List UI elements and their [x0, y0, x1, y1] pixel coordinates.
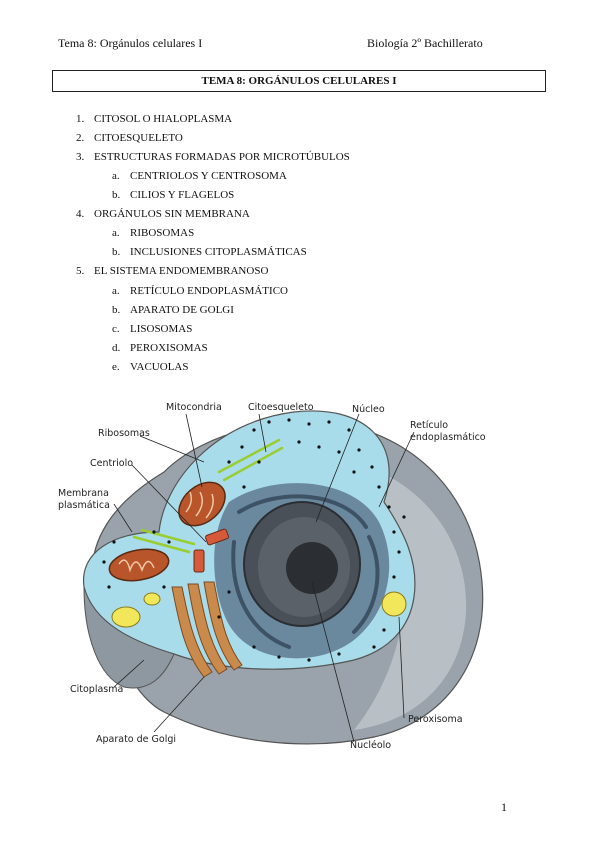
toc-sub-num: a.	[112, 285, 120, 297]
toc-sub-num: b.	[112, 189, 121, 201]
label-peroxisoma: Peroxisoma	[408, 714, 463, 725]
toc-label: ORGÁNULOS SIN MEMBRANA	[94, 208, 250, 220]
centriole-2	[193, 549, 205, 573]
page-title: TEMA 8: ORGÁNULOS CELULARES I	[201, 75, 397, 87]
label-reticulo-2: endoplasmático	[410, 432, 486, 443]
ribosomes	[102, 418, 406, 662]
label-nucleolo: Nucléolo	[350, 740, 391, 751]
toc-subitem: b. INCLUSIONES CITOPLASMÁTICAS	[112, 246, 307, 258]
label-reticulo-1: Retículo	[410, 420, 448, 431]
toc-subitem: c. LISOSOMAS	[112, 323, 192, 335]
toc-sub-label: RETÍCULO ENDOPLASMÁTICO	[130, 285, 288, 297]
toc-subitem: b. CILIOS Y FLAGELOS	[112, 189, 234, 201]
toc-label: CITOSOL O HIALOPLASMA	[94, 113, 233, 125]
cytoskeleton	[132, 438, 284, 554]
toc-sub-label: CILIOS Y FLAGELOS	[130, 189, 235, 201]
toc-num: 1.	[76, 113, 85, 125]
toc-subitem: a. RETÍCULO ENDOPLASMÁTICO	[112, 285, 288, 297]
toc-sub-num: c.	[112, 323, 120, 335]
label-ribosomas: Ribosomas	[98, 428, 150, 439]
toc-sub-label: INCLUSIONES CITOPLASMÁTICAS	[130, 246, 307, 258]
toc-num: 4.	[76, 208, 85, 220]
toc-label: ESTRUCTURAS FORMADAS POR MICROTÚBULOS	[94, 151, 350, 163]
toc-subitem: e. VACUOLAS	[112, 361, 188, 373]
header-right: Biología 2º Bachillerato	[367, 36, 483, 50]
peroxisome	[381, 591, 407, 617]
page-title-box: TEMA 8: ORGÁNULOS CELULARES I	[52, 70, 546, 92]
toc-sub-num: d.	[112, 342, 121, 354]
toc-subitem: b. APARATO DE GOLGI	[112, 304, 234, 316]
mitochondrion-left-cristae	[118, 559, 155, 573]
toc-item: 4. ORGÁNULOS SIN MEMBRANA	[76, 208, 250, 220]
label-golgi: Aparato de Golgi	[96, 734, 176, 745]
lysosome-2	[143, 592, 161, 606]
leader-lines	[113, 413, 415, 743]
toc-num: 3.	[76, 151, 85, 163]
toc-subitem: a. RIBOSOMAS	[112, 227, 194, 239]
label-centriolo: Centriolo	[90, 458, 133, 469]
label-citoesqueleto: Citoesqueleto	[248, 402, 314, 413]
header-left: Tema 8: Orgánulos celulares I	[58, 36, 203, 50]
label-mitocondria: Mitocondria	[166, 402, 222, 413]
toc-sub-label: PEROXISOMAS	[130, 342, 208, 354]
er-folds	[231, 494, 380, 649]
toc-subitem: d. PEROXISOMAS	[112, 342, 208, 354]
toc-sub-num: a.	[112, 170, 120, 182]
toc-label: EL SISTEMA ENDOMEMBRANOSO	[94, 265, 269, 277]
membrane-edge	[83, 586, 175, 689]
nucleolus	[286, 542, 338, 594]
label-membrana-2: plasmática	[58, 500, 110, 511]
label-citoplasma: Citoplasma	[70, 684, 123, 695]
label-nucleo: Núcleo	[352, 404, 385, 415]
toc-sub-label: APARATO DE GOLGI	[130, 304, 234, 316]
toc-sub-label: CENTRIOLOS Y CENTROSOMA	[130, 170, 287, 182]
toc-sub-num: b.	[112, 304, 121, 316]
toc-sub-num: e.	[112, 361, 120, 373]
toc-sub-num: a.	[112, 227, 120, 239]
toc-sub-label: LISOSOMAS	[130, 323, 193, 335]
toc-label: CITOESQUELETO	[94, 132, 183, 144]
animal-cell-diagram: Mitocondria Citoesqueleto Núcleo Retícul…	[58, 402, 486, 751]
mitochondrion-cristae	[185, 491, 214, 519]
toc-item: 1. CITOSOL O HIALOPLASMA	[76, 113, 232, 125]
toc-num: 2.	[76, 132, 85, 144]
toc-sub-label: VACUOLAS	[130, 361, 189, 373]
toc-sub-label: RIBOSOMAS	[130, 227, 195, 239]
golgi-apparatus	[171, 581, 243, 678]
toc-item: 3. ESTRUCTURAS FORMADAS POR MICROTÚBULOS	[76, 151, 350, 163]
toc-num: 5.	[76, 265, 85, 277]
page-number: 1	[501, 800, 507, 814]
toc-item: 5. EL SISTEMA ENDOMEMBRANOSO	[76, 265, 268, 277]
label-membrana-1: Membrana	[58, 488, 109, 499]
toc-item: 2. CITOESQUELETO	[76, 132, 183, 144]
lysosome-1	[111, 606, 141, 628]
toc-sub-num: b.	[112, 246, 121, 258]
toc-subitem: a. CENTRIOLOS Y CENTROSOMA	[112, 170, 287, 182]
centriole-1	[205, 528, 229, 546]
